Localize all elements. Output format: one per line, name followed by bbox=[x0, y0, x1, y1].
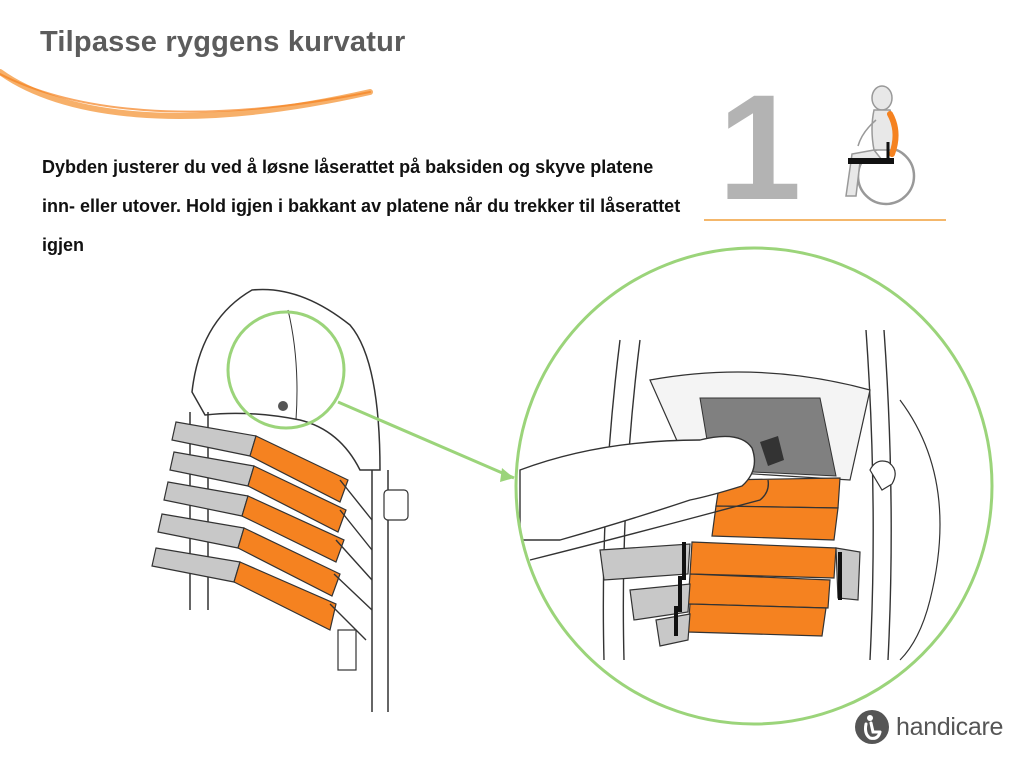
backrest-left-drawing bbox=[151, 288, 409, 712]
step-number: 1 bbox=[718, 63, 801, 231]
decorative-swoosh bbox=[0, 69, 373, 119]
brand-name: handicare bbox=[896, 712, 1004, 741]
handicare-logo-icon bbox=[855, 710, 889, 744]
instruction-text: Dybden justerer du ved å løsne låseratte… bbox=[42, 157, 681, 255]
zoom-detail-circle bbox=[514, 246, 994, 726]
zoom-connector bbox=[337, 400, 515, 482]
seated-user-wheelchair-icon bbox=[845, 85, 916, 206]
page-title: Tilpasse ryggens kurvatur bbox=[40, 26, 406, 58]
brand-logo: handicare bbox=[854, 708, 1003, 746]
step-divider bbox=[704, 219, 946, 221]
